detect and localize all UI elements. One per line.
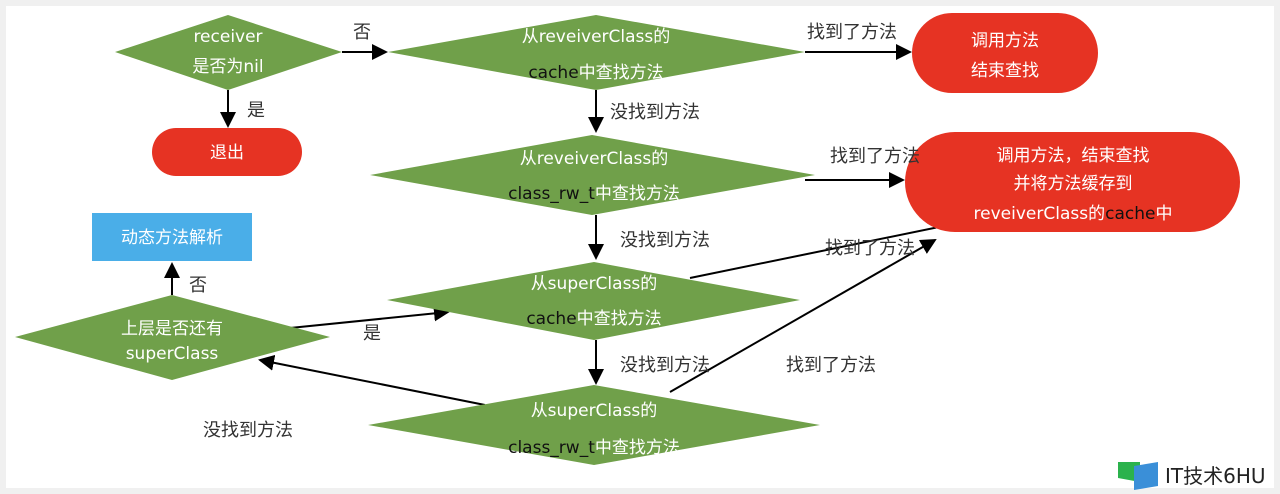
edge-label: 找到了方法 xyxy=(786,355,876,376)
node-text: 调用方法，结束查找 xyxy=(997,146,1150,166)
edge-label: 没找到方法 xyxy=(620,355,710,376)
node-text: 调用方法 xyxy=(971,31,1039,51)
node-text: class_rw_t中查找方法 xyxy=(508,184,680,204)
edge-super-rw-found xyxy=(669,239,937,393)
watermark-text: IT技术6HU xyxy=(1165,464,1266,488)
node-text: 从reveiverClass的 xyxy=(522,27,671,47)
node-text: 是否为nil xyxy=(192,57,263,77)
decision-receiver-nil xyxy=(115,15,342,90)
node-text: reveiverClass的cache中 xyxy=(974,204,1173,224)
terminal-exit xyxy=(152,128,302,176)
edge-label: 找到了方法 xyxy=(830,146,920,167)
node-text: cache中查找方法 xyxy=(526,309,661,329)
node-text: class_rw_t中查找方法 xyxy=(508,438,680,458)
edge-label: 否 xyxy=(353,22,371,43)
process-dynamic-resolution xyxy=(92,213,252,261)
node-text: 从superClass的 xyxy=(531,401,658,421)
edge-super-rw-notfound xyxy=(258,354,486,406)
edge-label: 没找到方法 xyxy=(610,102,700,123)
node-text: receiver xyxy=(193,27,262,47)
edge-label: 是 xyxy=(363,323,381,344)
decision-super-rw xyxy=(368,385,820,465)
decision-super-cache xyxy=(387,262,800,340)
decision-receiver-rw xyxy=(370,135,815,215)
node-text: 从reveiverClass的 xyxy=(520,149,669,169)
terminal-call-cache xyxy=(905,132,1240,232)
node-text: 退出 xyxy=(210,143,244,163)
node-text: 结束查找 xyxy=(971,61,1039,81)
edge-super-cache-found xyxy=(689,214,975,279)
node-text: 上层是否还有 xyxy=(121,319,223,339)
node-text: 动态方法解析 xyxy=(121,228,223,248)
watermark-logo-icon xyxy=(1118,462,1158,490)
node-text: 从superClass的 xyxy=(531,274,658,294)
node-text: 并将方法缓存到 xyxy=(1014,174,1133,194)
edge-label: 找到了方法 xyxy=(825,238,915,259)
edge-has-super-yes xyxy=(289,305,450,329)
edge-label: 没找到方法 xyxy=(203,420,293,441)
node-text: superClass xyxy=(126,344,219,364)
edge-label: 找到了方法 xyxy=(807,22,897,43)
edge-label: 否 xyxy=(189,275,207,296)
edge-label: 是 xyxy=(247,100,265,121)
decision-has-superclass xyxy=(15,295,330,380)
terminal-call-end xyxy=(912,13,1098,93)
edge-label: 没找到方法 xyxy=(620,230,710,251)
decision-receiver-cache xyxy=(388,15,805,90)
node-text: cache中查找方法 xyxy=(528,63,663,83)
